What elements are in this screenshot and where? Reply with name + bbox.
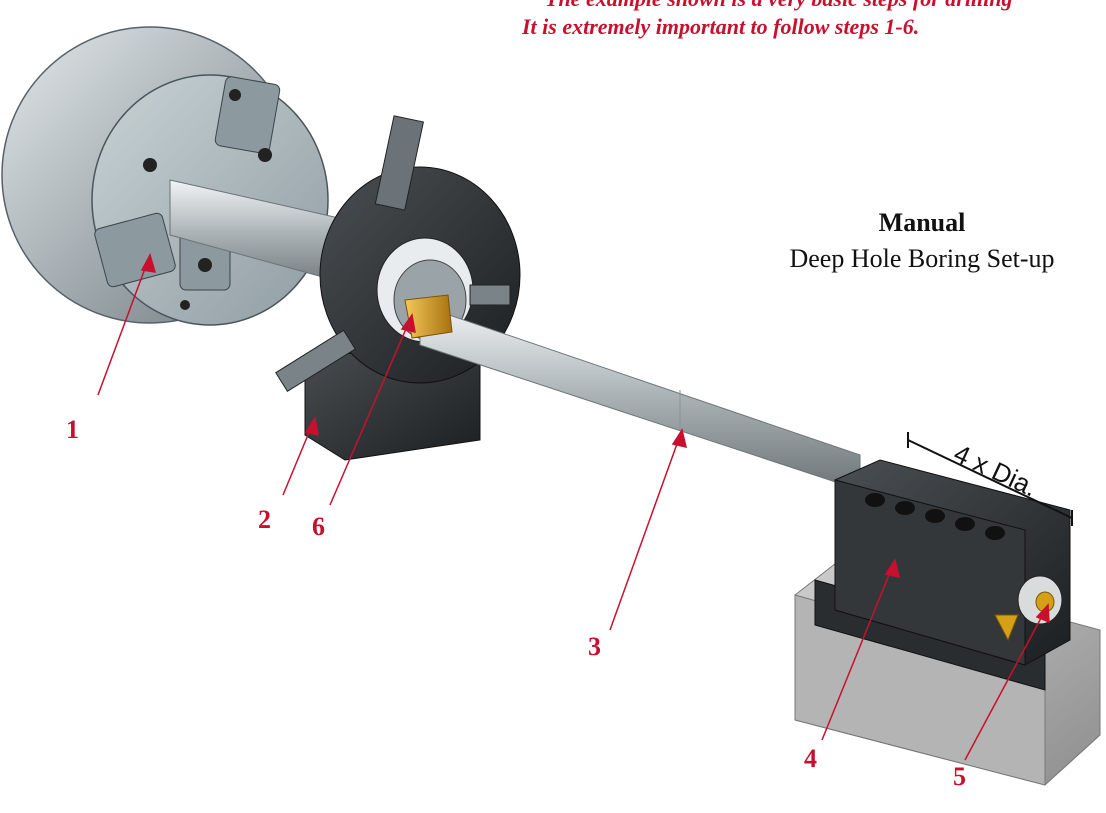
leader-3 bbox=[609, 429, 683, 631]
callout-4: 4 bbox=[804, 744, 817, 773]
callout-2: 2 bbox=[258, 505, 271, 534]
leader-5 bbox=[964, 604, 1049, 761]
chuck bbox=[1, 26, 329, 326]
callout-3: 3 bbox=[588, 632, 601, 661]
callout-6: 6 bbox=[312, 512, 325, 541]
title-subtitle: Deep Hole Boring Set-up bbox=[789, 244, 1055, 273]
title-block: Manual Deep Hole Boring Set-up bbox=[752, 208, 1092, 274]
tool-holder-block bbox=[814, 459, 1071, 691]
dimension-line bbox=[907, 432, 1073, 526]
leader-4 bbox=[821, 559, 896, 741]
header-line-2: It is extremely important to follow step… bbox=[522, 14, 920, 39]
title-main: Manual bbox=[878, 208, 966, 237]
callout-5: 5 bbox=[953, 762, 966, 791]
leader-1 bbox=[97, 254, 151, 396]
header-line-1: The example shown is a very basic steps … bbox=[545, 0, 1013, 12]
leader-lines bbox=[97, 253, 1050, 761]
drill-bar bbox=[419, 304, 861, 491]
callout-1: 1 bbox=[66, 415, 79, 444]
leader-6 bbox=[329, 314, 413, 506]
